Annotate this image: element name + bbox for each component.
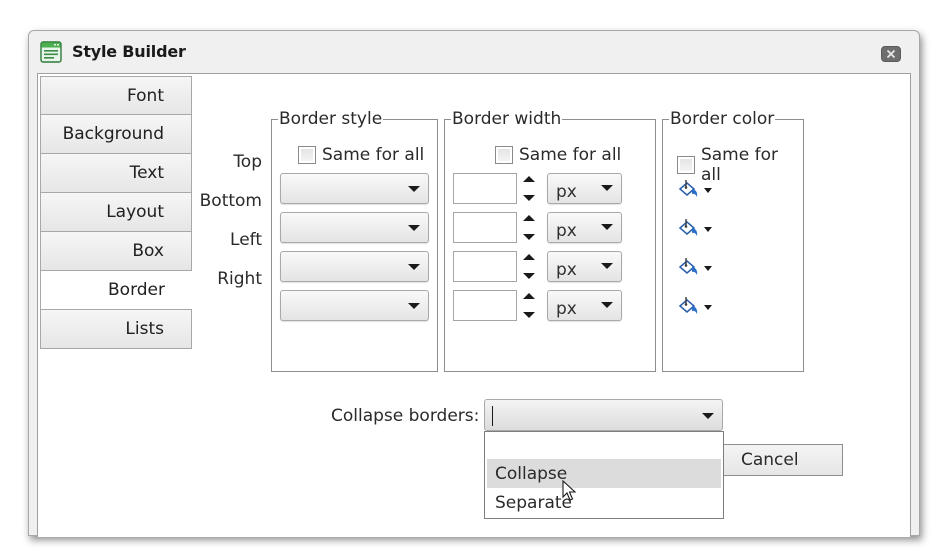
unit-value: px xyxy=(556,221,577,241)
side-label-left: Left xyxy=(230,230,262,250)
border-width-same-for-all[interactable]: Same for all xyxy=(495,145,621,165)
tab-background[interactable]: Background xyxy=(40,115,192,154)
spin-up-icon[interactable] xyxy=(523,215,535,221)
paint-bucket-icon xyxy=(678,258,698,275)
unit-value: px xyxy=(556,260,577,280)
spin-down-icon[interactable] xyxy=(523,234,535,240)
tab-lists[interactable]: Lists xyxy=(40,310,192,349)
border-color-same-label: Same for all xyxy=(700,145,778,185)
chevron-down-icon xyxy=(704,305,712,310)
text-cursor xyxy=(492,406,493,426)
dialog-title: Style Builder xyxy=(72,42,186,61)
border-width-top-input[interactable] xyxy=(453,173,517,204)
chevron-down-icon xyxy=(408,225,420,231)
category-tabs: Font Background Text Layout Box Border L… xyxy=(40,76,192,349)
chevron-down-icon xyxy=(408,303,420,309)
chevron-down-icon xyxy=(601,224,613,230)
border-style-same-checkbox[interactable] xyxy=(298,146,316,164)
close-icon xyxy=(886,49,896,59)
paint-bucket-icon xyxy=(678,180,698,197)
border-width-top-unit-select[interactable]: px xyxy=(547,173,622,204)
border-width-bottom-spinner[interactable] xyxy=(523,212,535,243)
border-width-top-spinner[interactable] xyxy=(523,173,535,204)
border-color-same-for-all[interactable]: Same for all xyxy=(677,145,803,185)
border-color-same-checkbox[interactable] xyxy=(677,156,695,174)
chevron-down-icon xyxy=(408,186,420,192)
tab-text[interactable]: Text xyxy=(40,154,192,193)
border-style-legend: Border style xyxy=(278,109,384,129)
spin-up-icon[interactable] xyxy=(523,293,535,299)
tab-font[interactable]: Font xyxy=(40,76,192,115)
tab-border[interactable]: Border xyxy=(40,271,192,310)
close-button[interactable] xyxy=(881,46,901,62)
style-builder-dialog: Style Builder Font Background Text Layou… xyxy=(28,30,920,537)
dropdown-option-collapse[interactable]: Collapse xyxy=(487,459,721,488)
side-labels: Top Bottom Left Right xyxy=(198,152,262,308)
tab-layout[interactable]: Layout xyxy=(40,193,192,232)
border-style-group: Border style Same for all xyxy=(271,109,438,372)
border-width-right-input[interactable] xyxy=(453,290,517,321)
border-width-right-unit-select[interactable]: px xyxy=(547,290,622,321)
border-width-left-input[interactable] xyxy=(453,251,517,282)
unit-value: px xyxy=(556,299,577,319)
side-label-right: Right xyxy=(217,269,262,289)
chevron-down-icon xyxy=(601,302,613,308)
border-color-group: Border color Same for all xyxy=(662,109,804,372)
border-width-same-label: Same for all xyxy=(519,145,622,165)
border-style-left-select[interactable] xyxy=(280,251,429,282)
paint-bucket-icon xyxy=(678,297,698,314)
dropdown-option-empty[interactable] xyxy=(487,432,721,461)
side-label-bottom: Bottom xyxy=(199,191,262,211)
chevron-down-icon xyxy=(408,264,420,270)
border-width-left-spinner[interactable] xyxy=(523,251,535,282)
spin-down-icon[interactable] xyxy=(523,273,535,279)
side-label-top: Top xyxy=(233,152,262,172)
collapse-borders-select[interactable] xyxy=(484,399,723,431)
spin-up-icon[interactable] xyxy=(523,254,535,260)
dialog-content: Font Background Text Layout Box Border L… xyxy=(37,73,911,537)
border-color-legend: Border color xyxy=(669,109,776,129)
border-style-same-label: Same for all xyxy=(322,145,425,165)
collapse-borders-label: Collapse borders: xyxy=(331,406,480,426)
spin-down-icon[interactable] xyxy=(523,312,535,318)
border-width-bottom-unit-select[interactable]: px xyxy=(547,212,622,243)
border-style-bottom-select[interactable] xyxy=(280,212,429,243)
dropdown-option-separate[interactable]: Separate xyxy=(495,493,572,513)
border-color-left-button[interactable] xyxy=(677,256,717,280)
chevron-down-icon xyxy=(704,227,712,232)
border-width-same-checkbox[interactable] xyxy=(495,146,513,164)
border-style-top-select[interactable] xyxy=(280,173,429,204)
chevron-down-icon xyxy=(601,185,613,191)
collapse-borders-dropdown: Collapse Separate xyxy=(484,431,724,519)
border-color-top-button[interactable] xyxy=(677,178,717,202)
border-style-same-for-all[interactable]: Same for all xyxy=(298,145,424,165)
border-width-group: Border width Same for all px px px px xyxy=(444,109,656,372)
cancel-button[interactable]: Cancel xyxy=(720,444,843,476)
border-color-right-button[interactable] xyxy=(677,295,717,319)
border-width-right-spinner[interactable] xyxy=(523,290,535,321)
paint-bucket-icon xyxy=(678,219,698,236)
style-builder-app-icon xyxy=(40,41,62,63)
spin-up-icon[interactable] xyxy=(523,176,535,182)
border-color-bottom-button[interactable] xyxy=(677,217,717,241)
unit-value: px xyxy=(556,182,577,202)
chevron-down-icon xyxy=(601,263,613,269)
border-width-legend: Border width xyxy=(451,109,563,129)
spin-down-icon[interactable] xyxy=(523,195,535,201)
chevron-down-icon xyxy=(704,188,712,193)
chevron-down-icon xyxy=(704,266,712,271)
border-width-bottom-input[interactable] xyxy=(453,212,517,243)
border-width-left-unit-select[interactable]: px xyxy=(547,251,622,282)
title-bar[interactable]: Style Builder xyxy=(29,31,919,73)
tab-box[interactable]: Box xyxy=(40,232,192,271)
chevron-down-icon xyxy=(702,413,714,419)
mouse-pointer-icon xyxy=(562,480,576,501)
border-style-right-select[interactable] xyxy=(280,290,429,321)
